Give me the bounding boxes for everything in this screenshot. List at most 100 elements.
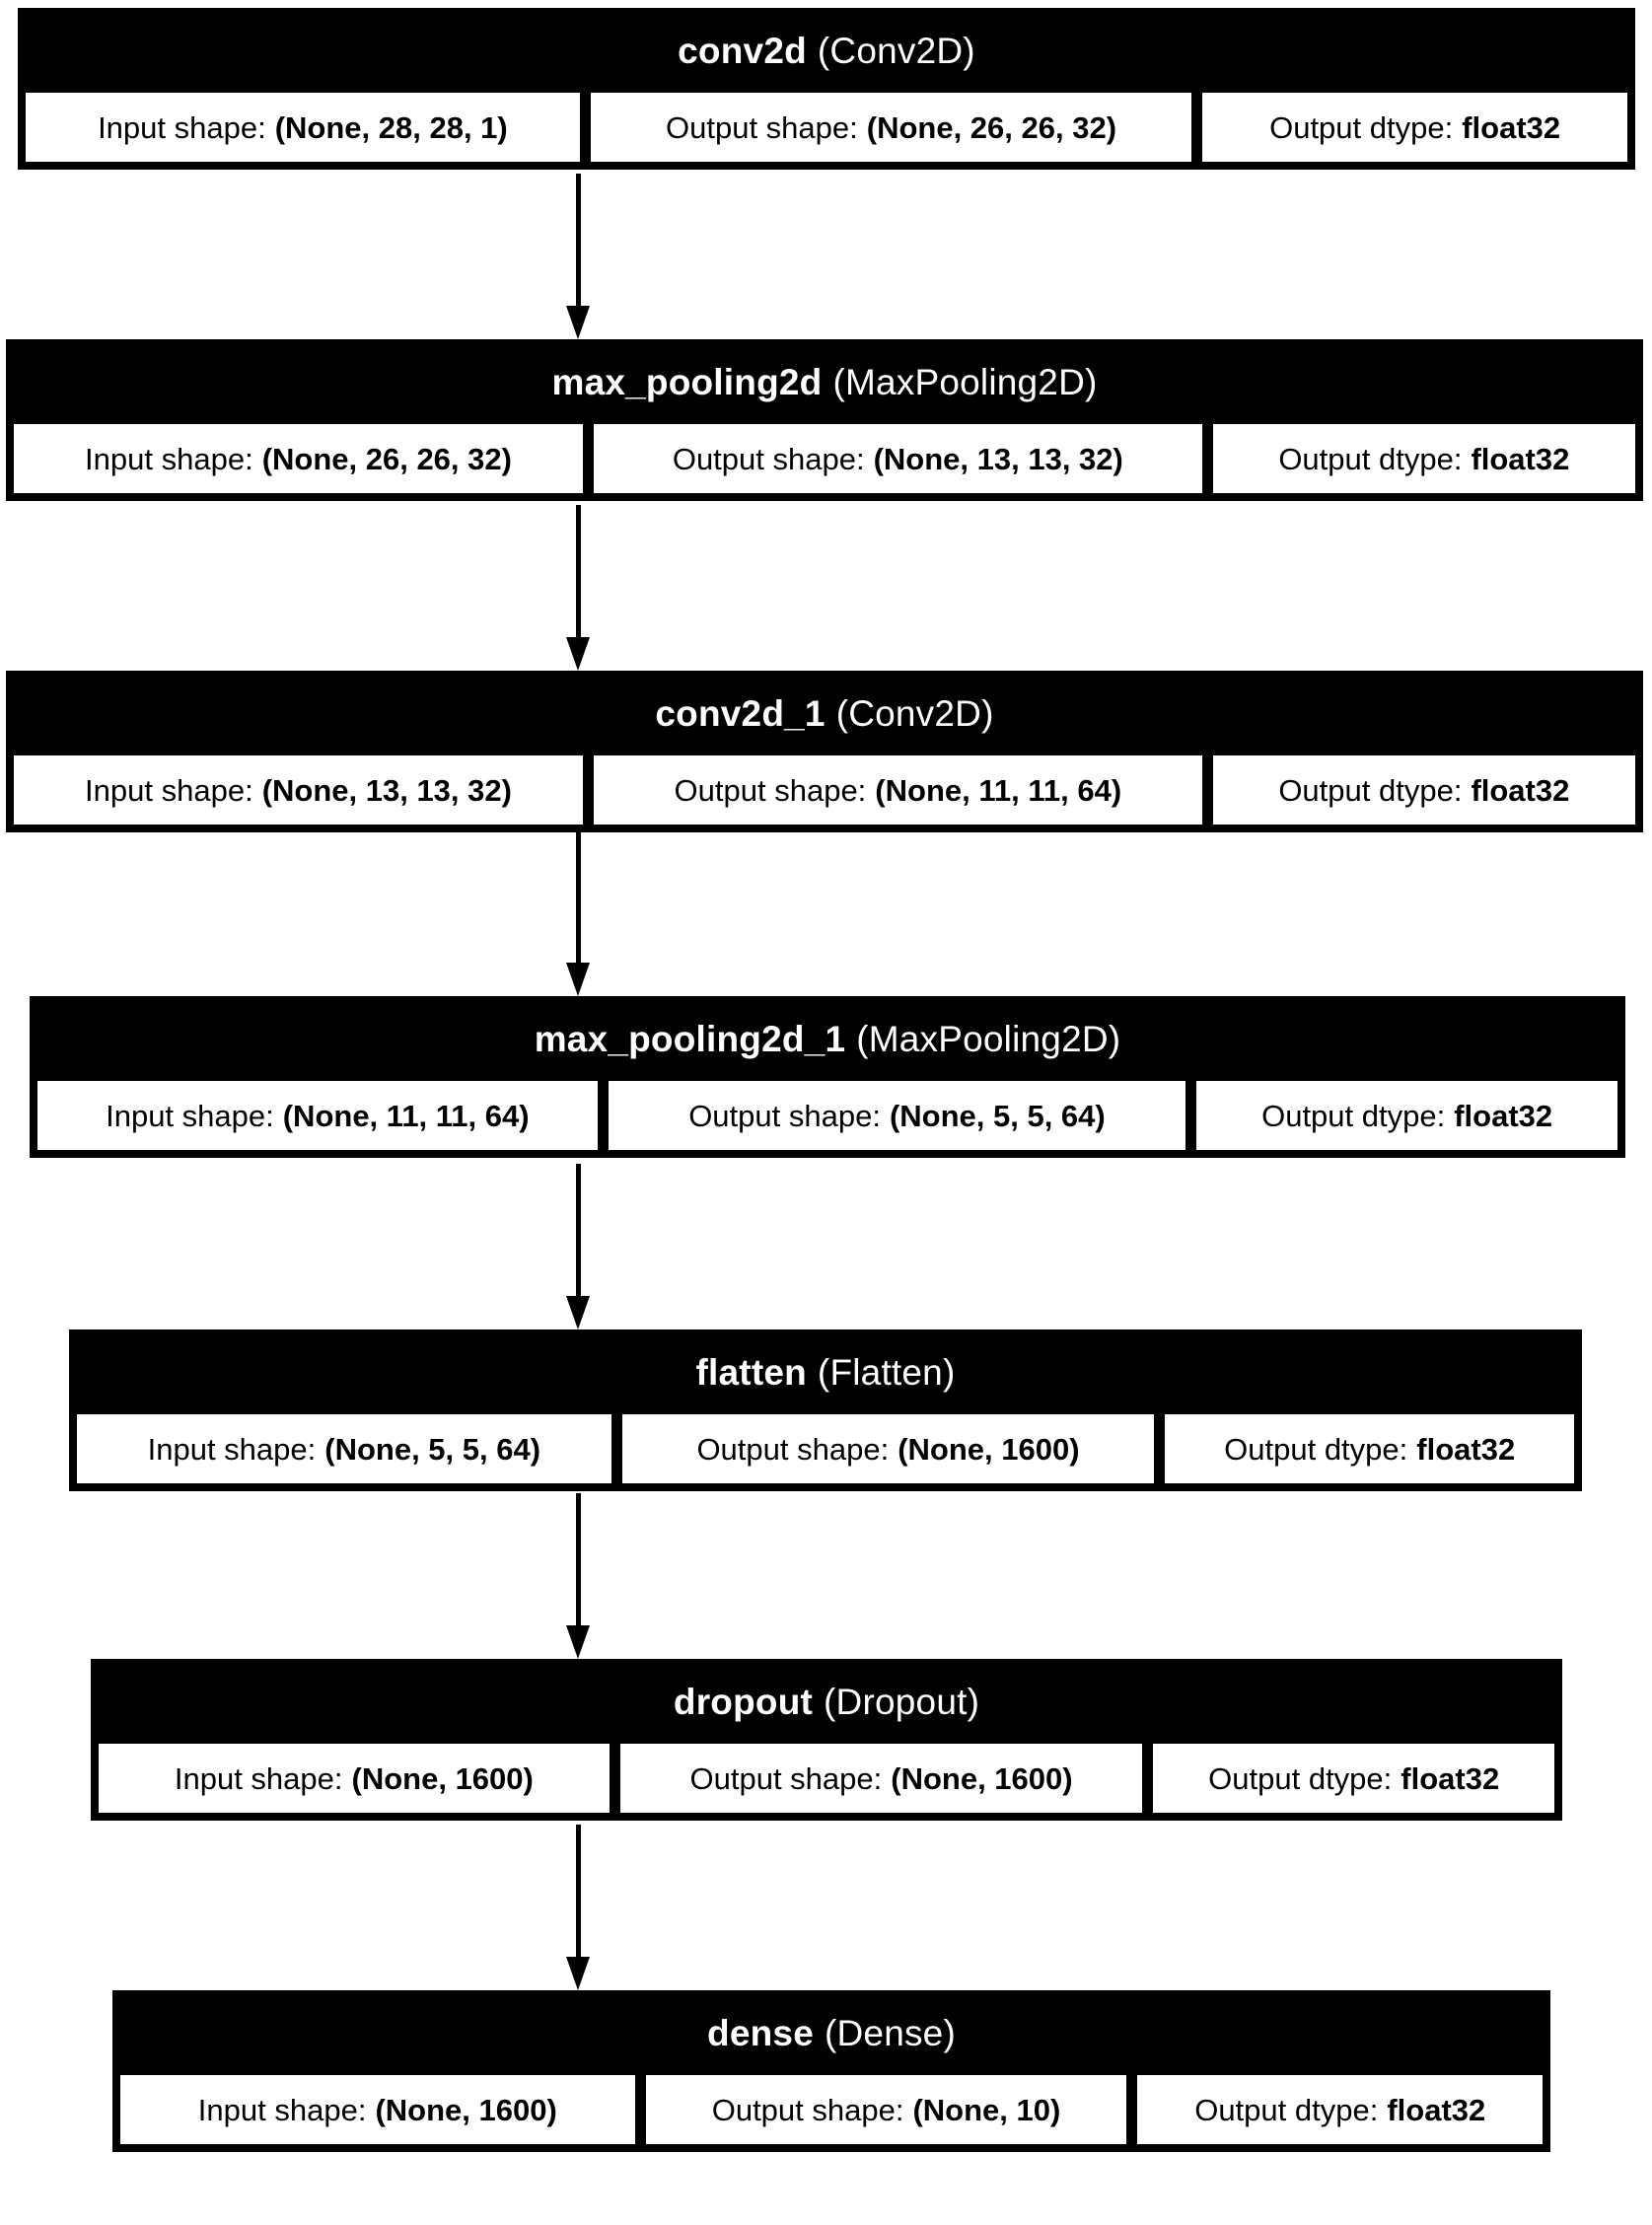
- edge-max_pooling2d_1-to-flatten: [566, 1164, 590, 1329]
- layer-class: (MaxPooling2D): [856, 1018, 1121, 1059]
- output-shape-cell-value: (None, 5, 5, 64): [889, 1098, 1106, 1133]
- layer-name: flatten: [695, 1351, 807, 1393]
- layer-title-dropout: dropout(Dropout): [94, 1662, 1559, 1741]
- output-shape-cell-dropout: Output shape:(None, 1600): [616, 1741, 1146, 1816]
- input-shape-cell-dropout: Input shape:(None, 1600): [96, 1741, 612, 1816]
- layer-info-row-flatten: Input shape:(None, 5, 5, 64)Output shape…: [72, 1411, 1579, 1488]
- input-shape-cell-value: (None, 11, 11, 64): [282, 1098, 530, 1133]
- layer-name: dropout: [673, 1681, 814, 1722]
- output-dtype-cell-dropout: Output dtype:float32: [1150, 1741, 1557, 1816]
- edge-max_pooling2d-to-conv2d_1: [566, 505, 590, 671]
- input-shape-cell-label: Input shape:: [85, 772, 253, 808]
- arrow-head-icon: [566, 1957, 590, 1990]
- output-dtype-cell-max_pooling2d: Output dtype:float32: [1209, 421, 1638, 496]
- layer-node-dropout[interactable]: dropout(Dropout)Input shape:(None, 1600)…: [91, 1659, 1562, 1821]
- layer-title-conv2d_1: conv2d_1(Conv2D): [9, 674, 1640, 753]
- edge-line: [576, 505, 581, 641]
- layer-name: conv2d_1: [655, 692, 826, 734]
- output-shape-cell-dense: Output shape:(None, 10): [642, 2072, 1130, 2147]
- output-dtype-cell-value: float32: [1471, 441, 1570, 476]
- output-dtype-cell-label: Output dtype:: [1261, 1098, 1446, 1133]
- layer-class: (Conv2D): [835, 692, 994, 734]
- input-shape-cell-label: Input shape:: [147, 1431, 317, 1467]
- input-shape-cell-label: Input shape:: [174, 1760, 343, 1796]
- output-dtype-cell-dense: Output dtype:float32: [1134, 2072, 1545, 2147]
- layer-info-row-conv2d: Input shape:(None, 28, 28, 1)Output shap…: [21, 90, 1632, 167]
- layer-info-row-dropout: Input shape:(None, 1600)Output shape:(No…: [94, 1741, 1559, 1818]
- input-shape-cell-label: Input shape:: [85, 441, 253, 476]
- arrow-head-icon: [566, 306, 590, 339]
- output-shape-cell-label: Output shape:: [672, 441, 865, 476]
- input-shape-cell-value: (None, 28, 28, 1): [274, 109, 508, 145]
- input-shape-cell-value: (None, 1600): [375, 2092, 557, 2127]
- output-shape-cell-label: Output shape:: [689, 1760, 883, 1796]
- layer-node-dense[interactable]: dense(Dense) Input shape:(None, 1600) Outp…: [112, 1990, 1550, 2152]
- layer-title-conv2d: conv2d(Conv2D): [21, 11, 1632, 90]
- layer-node-flatten[interactable]: flatten(Flatten)Input shape:(None, 5, 5,…: [69, 1329, 1582, 1491]
- layer-name: conv2d: [678, 30, 807, 71]
- output-dtype-cell-label: Output dtype:: [1208, 1760, 1393, 1796]
- output-dtype-cell-conv2d: Output dtype:float32: [1199, 90, 1630, 165]
- input-shape-cell-max_pooling2d_1: Input shape:(None, 11, 11, 64): [35, 1078, 601, 1153]
- output-shape-cell-label: Output shape:: [696, 1431, 890, 1467]
- layer-node-conv2d_1[interactable]: conv2d_1(Conv2D)Input shape:(None, 13, 1…: [6, 671, 1643, 832]
- output-shape-cell-value: (None, 1600): [891, 1760, 1073, 1796]
- layer-node-conv2d[interactable]: conv2d(Conv2D)Input shape:(None, 28, 28,…: [18, 8, 1635, 170]
- output-shape-cell-conv2d_1: Output shape:(None, 11, 11, 64): [591, 753, 1205, 827]
- edge-conv2d_1-to-max_pooling2d_1: [566, 830, 590, 996]
- layer-title-max_pooling2d_1: max_pooling2d_1(MaxPooling2D): [33, 999, 1622, 1078]
- input-shape-cell-label: Input shape:: [197, 2092, 367, 2127]
- edge-line: [576, 174, 581, 310]
- output-shape-cell-label: Output shape:: [666, 109, 858, 145]
- input-shape-cell-flatten: Input shape:(None, 5, 5, 64): [74, 1411, 614, 1486]
- output-dtype-cell-label: Output dtype:: [1278, 441, 1463, 476]
- input-shape-cell-max_pooling2d: Input shape:(None, 26, 26, 32): [11, 421, 587, 496]
- output-shape-cell-value: (None, 1600): [898, 1431, 1080, 1467]
- output-shape-cell-label: Output shape:: [688, 1098, 881, 1133]
- output-shape-cell-label: Output shape:: [674, 772, 867, 808]
- output-shape-cell-max_pooling2d_1: Output shape:(None, 5, 5, 64): [605, 1078, 1189, 1153]
- arrow-head-icon: [566, 1625, 590, 1659]
- output-dtype-cell-label: Output dtype:: [1278, 772, 1463, 808]
- input-shape-cell-value: (None, 5, 5, 64): [324, 1431, 541, 1467]
- edge-line: [576, 1164, 581, 1300]
- input-shape-cell-conv2d_1: Input shape:(None, 13, 13, 32): [11, 753, 587, 827]
- layer-class: (Dense): [824, 2012, 956, 2053]
- output-dtype-cell-value: float32: [1471, 772, 1570, 808]
- layer-class: (MaxPooling2D): [832, 361, 1098, 402]
- layer-name: dense: [707, 2012, 814, 2053]
- arrow-head-icon: [566, 637, 590, 671]
- output-shape-cell-conv2d: Output shape:(None, 26, 26, 32): [587, 90, 1195, 165]
- layer-class: (Conv2D): [817, 30, 975, 71]
- layer-class: (Flatten): [817, 1351, 956, 1393]
- edge-line: [576, 1493, 581, 1629]
- edge-dropout-to-dense: [566, 1825, 590, 1990]
- layer-info-row-max_pooling2d_1: Input shape:(None, 11, 11, 64)Output sha…: [33, 1078, 1622, 1155]
- edge-flatten-to-dropout: [566, 1493, 590, 1659]
- output-shape-cell-max_pooling2d: Output shape:(None, 13, 13, 32): [591, 421, 1205, 496]
- output-shape-cell-value: (None, 13, 13, 32): [873, 441, 1123, 476]
- input-shape-cell-value: (None, 13, 13, 32): [261, 772, 512, 808]
- layer-node-max_pooling2d_1[interactable]: max_pooling2d_1(MaxPooling2D)Input shape…: [30, 996, 1625, 1158]
- input-shape-cell-conv2d: Input shape:(None, 28, 28, 1): [23, 90, 583, 165]
- edge-line: [576, 830, 581, 967]
- output-shape-cell-value: (None, 10): [912, 2092, 1061, 2127]
- layer-name: max_pooling2d_1: [534, 1018, 846, 1059]
- layer-node-max_pooling2d[interactable]: max_pooling2d(MaxPooling2D)Input shape:(…: [6, 339, 1643, 501]
- output-dtype-cell-max_pooling2d_1: Output dtype:float32: [1193, 1078, 1620, 1153]
- layer-name: max_pooling2d: [551, 361, 823, 402]
- output-dtype-cell-value: float32: [1387, 2092, 1486, 2127]
- output-dtype-cell-value: float32: [1416, 1431, 1516, 1467]
- output-dtype-cell-conv2d_1: Output dtype:float32: [1209, 753, 1638, 827]
- layer-info-row-conv2d_1: Input shape:(None, 13, 13, 32)Output sha…: [9, 753, 1640, 829]
- output-shape-cell-label: Output shape:: [711, 2092, 904, 2127]
- output-shape-cell-value: (None, 26, 26, 32): [866, 109, 1117, 145]
- input-shape-cell-label: Input shape:: [98, 109, 266, 145]
- output-shape-cell-flatten: Output shape:(None, 1600): [618, 1411, 1158, 1486]
- arrow-head-icon: [566, 963, 590, 996]
- output-dtype-cell-value: float32: [1454, 1098, 1553, 1133]
- output-dtype-cell-flatten: Output dtype:float32: [1162, 1411, 1577, 1486]
- layer-title-flatten: flatten(Flatten): [72, 1332, 1579, 1411]
- edge-line: [576, 1825, 581, 1961]
